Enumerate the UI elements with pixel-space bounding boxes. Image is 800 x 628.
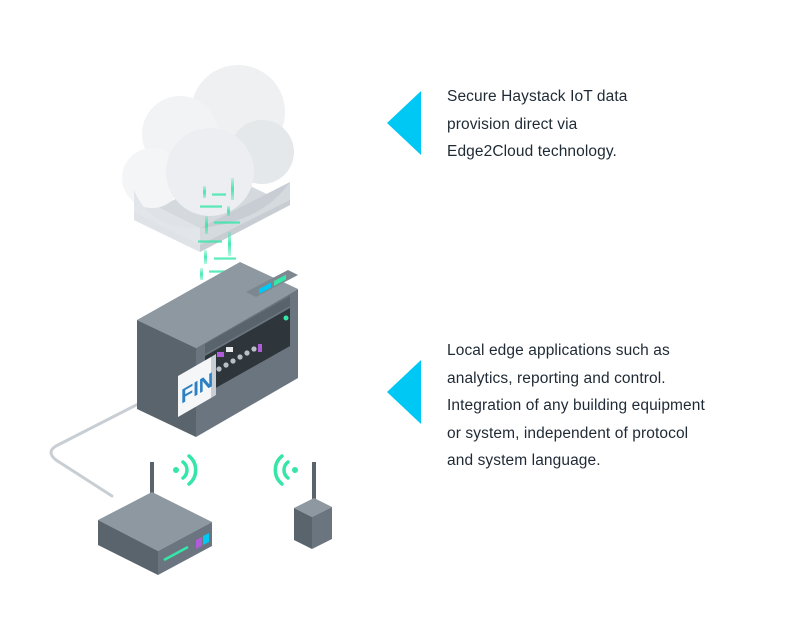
router-icon	[98, 462, 212, 575]
caption-line: Integration of any building equipment	[447, 397, 705, 414]
caption-line: Secure Haystack IoT data	[447, 88, 628, 105]
network-cable	[49, 396, 152, 498]
caption-line: Local edge applications such as	[447, 342, 670, 359]
callout-arrow-icon	[387, 91, 421, 155]
caption-line: or system, independent of protocol	[447, 424, 689, 442]
caption-line: analytics, reporting and control.	[447, 369, 666, 387]
caption-line: Edge2Cloud technology.	[447, 143, 617, 160]
edge2cloud-caption: Secure Haystack IoT data provision direc…	[447, 83, 627, 166]
edge-controller-icon	[137, 262, 298, 437]
local-edge-caption: Local edge applications such as analytic…	[447, 337, 705, 475]
cloud-icon	[122, 65, 294, 252]
wireless-sensor-icon	[294, 462, 332, 549]
caption-line: provision direct via	[447, 115, 578, 133]
caption-line: and system language.	[447, 452, 601, 469]
wifi-signal-icon	[173, 454, 298, 486]
callout-arrow-icon	[387, 360, 421, 424]
